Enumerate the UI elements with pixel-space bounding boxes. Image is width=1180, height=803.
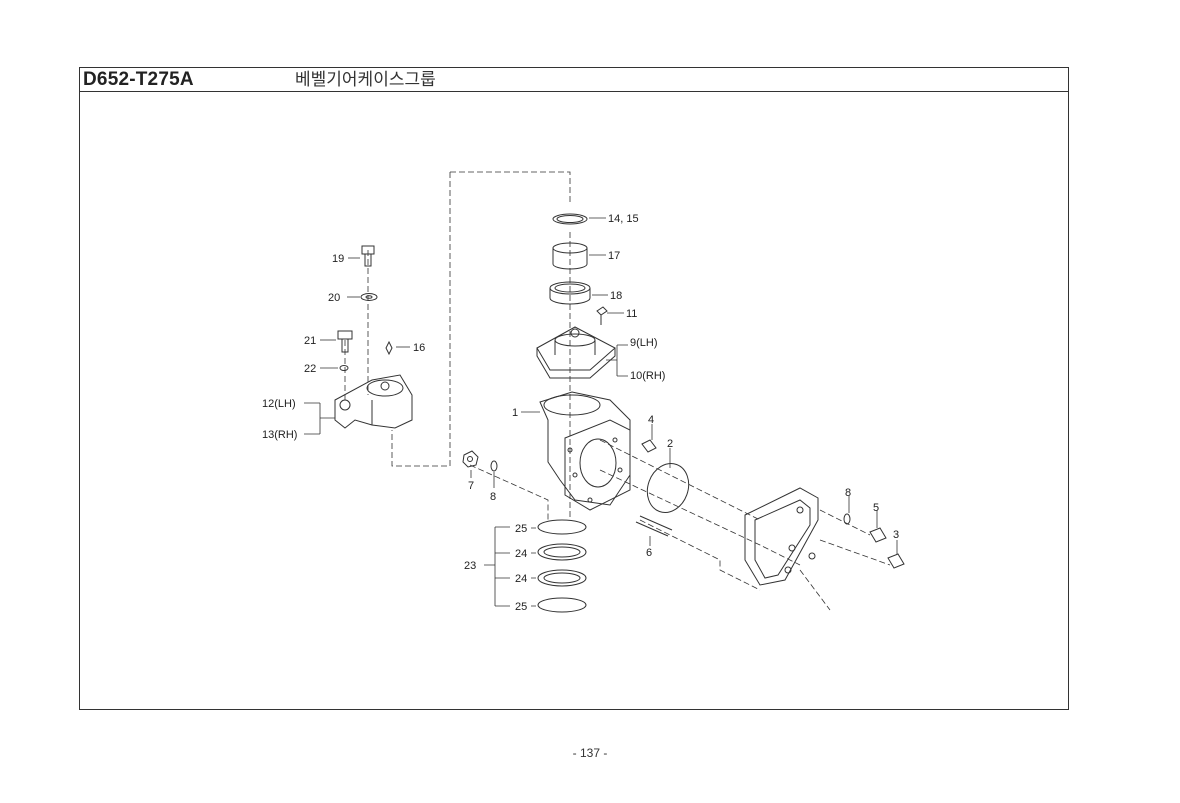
snap-ring-part [552,213,588,225]
callout-25a: 25 [515,523,527,535]
stud-part [635,515,673,537]
bevel-cap-part [536,326,616,379]
bolt-part-19 [361,245,375,267]
callout-6: 6 [646,547,652,559]
callout-12-lh: 12(LH) [262,398,296,410]
callout-7: 7 [468,480,474,492]
callout-5: 5 [873,502,879,514]
callout-8b: 8 [845,487,851,499]
callout-3: 3 [893,529,899,541]
group-title: 베벨기어케이스그룹 [295,70,436,90]
callout-16: 16 [413,342,425,354]
callout-23: 23 [464,560,476,572]
callout-10-rh: 10(RH) [630,370,665,382]
leader-lines [304,217,898,607]
callout-4: 4 [648,414,654,426]
part-code: D652-T275A [83,69,194,90]
bolt-part-3 [887,553,905,569]
assembly-guide-lines [344,171,891,611]
washer-part-22 [339,365,349,371]
callout-18: 18 [610,290,622,302]
page-number: - 137 - [572,746,608,760]
callout-14-15: 14, 15 [608,213,639,225]
bolt-part-21 [337,330,353,353]
callout-20: 20 [328,292,340,304]
nut-part [462,450,479,468]
washer-part-20 [360,293,378,301]
callout-22: 22 [304,363,316,375]
callout-1: 1 [512,407,518,419]
diagram-frame: D652-T275A 베벨기어케이스그룹 [79,67,1069,710]
callout-11: 11 [626,308,637,320]
callout-19: 19 [332,253,344,265]
callout-24b: 24 [515,573,527,585]
title-bar: D652-T275A 베벨기어케이스그룹 [80,68,1068,92]
callout-25b: 25 [515,601,527,613]
callout-9-lh: 9(LH) [630,337,658,349]
arm-housing-part [334,374,413,429]
callout-13-rh: 13(RH) [262,429,297,441]
callout-21: 21 [304,335,316,347]
callout-8a: 8 [490,491,496,503]
o-ring-part-8b [843,513,851,525]
bearing-part [549,281,591,305]
bushing-part [552,242,588,270]
gasket-part [646,463,690,513]
seal-stack-part [537,519,587,613]
callout-2: 2 [667,438,673,450]
callout-labels: 14, 15 17 18 11 9(LH) 10(RH) 1 4 2 7 8 6… [262,213,899,613]
cover-plate-part [744,487,819,586]
bolt-part-5 [869,527,887,543]
bolt-part-11 [596,306,608,325]
o-ring-part-8a [490,460,498,472]
grease-fitting-part [385,340,393,356]
bevel-case-part [539,391,631,511]
callout-17: 17 [608,250,620,262]
pin-part [641,439,657,453]
callout-24a: 24 [515,548,527,560]
